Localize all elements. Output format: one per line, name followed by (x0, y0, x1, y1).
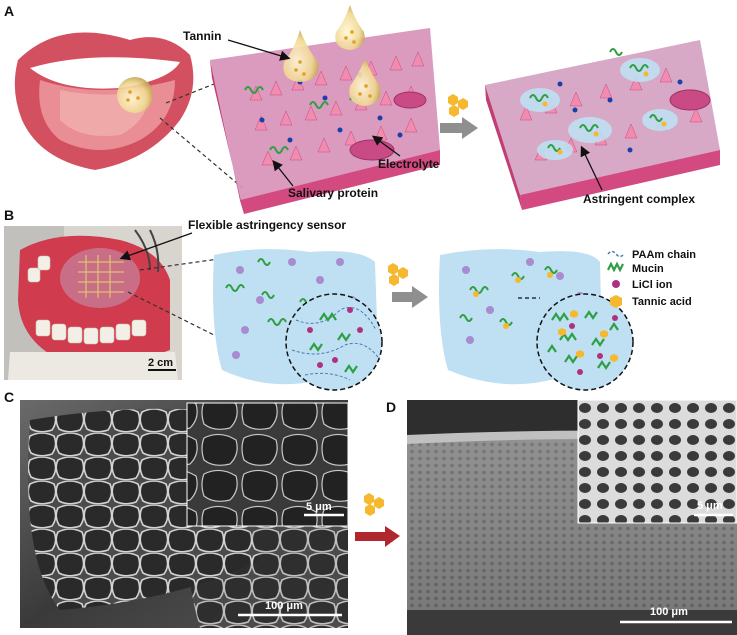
denture-photo (4, 226, 182, 380)
tannic-acid-icon-b (388, 263, 408, 286)
zoom-line-bottom (159, 117, 246, 191)
process-arrow-cd (355, 526, 400, 547)
hydrogel-after (439, 249, 634, 391)
legend-licl: LiCl ion (632, 279, 673, 291)
tannin-label: Tannin (183, 29, 221, 43)
scale-label-inset-d: 5 μm (697, 500, 723, 512)
legend-mucin: Mucin (632, 263, 664, 275)
sem-inset-c (186, 402, 349, 527)
tannin-drop-in-mouth (117, 77, 153, 113)
legend-paam-swatch (607, 250, 625, 258)
legend-tannic-swatch (610, 295, 622, 308)
salivary-protein-arrow (272, 159, 294, 187)
panel-b-letter: B (4, 207, 14, 223)
tongue-surface-before (210, 28, 440, 214)
scale-label-d: 100 μm (650, 606, 688, 618)
sensor-arrow (119, 232, 193, 261)
legend-mucin-swatch (607, 261, 624, 273)
tongue-surface-after (485, 40, 720, 210)
legend-tannic: Tannic acid (632, 296, 692, 308)
scale-label-photo: 2 cm (148, 357, 173, 369)
legend-b: PAAm chain Mucin LiCl ion Tannic acid (607, 249, 696, 308)
process-arrow-b (392, 286, 428, 308)
panel-c-letter: C (4, 389, 14, 405)
process-arrow-a (440, 117, 478, 139)
tannic-acid-icon-a (448, 94, 468, 117)
legend-paam: PAAm chain (632, 249, 696, 261)
sem-inset-d (577, 399, 737, 524)
scale-label-inset-c-text: 5 μm (306, 501, 332, 513)
panel-d-letter: D (386, 399, 396, 415)
astringent-complex-label: Astringent complex (583, 192, 695, 206)
tannin-arrow (227, 39, 291, 61)
tannin-drops (283, 5, 381, 106)
electrolyte-label: Electrolyte (378, 157, 440, 171)
legend-licl-swatch (612, 280, 620, 288)
tannic-acid-icon-cd (364, 493, 384, 516)
hydrogel-before (213, 249, 383, 391)
sensor-label: Flexible astringency sensor (188, 218, 346, 232)
zoom-line-top (165, 83, 215, 104)
panel-a-letter: A (4, 3, 14, 19)
electrolyte-arrow (371, 135, 401, 157)
scale-label-c: 100 μm (265, 600, 303, 612)
mouth-illustration (14, 32, 194, 170)
astringent-complex-arrow (580, 145, 603, 191)
salivary-protein-label: Salivary protein (288, 186, 378, 200)
